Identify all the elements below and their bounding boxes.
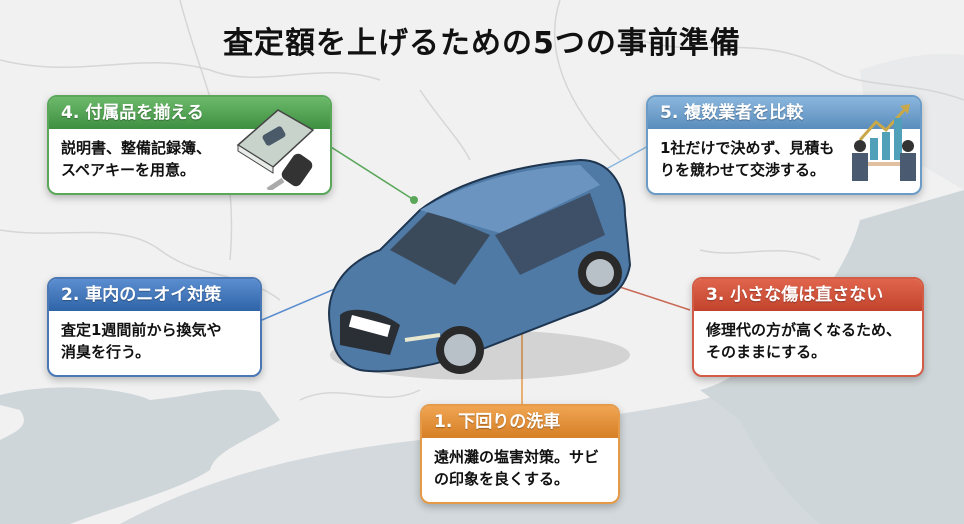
card-underbody-wash: 1. 下回りの洗車 遠州灘の塩害対策。サビ の印象を良くする。 — [420, 404, 620, 504]
page-title: 査定額を上げるための5つの事前準備 — [223, 26, 741, 61]
card-body: 修理代の方が高くなるため、 そのままにする。 — [706, 321, 902, 361]
manual-and-key-icon — [236, 109, 315, 190]
card-body: 査定1週間前から換気や 消臭を行う。 — [61, 321, 222, 361]
card-heading: 3. 小さな傷は直さない — [694, 279, 922, 311]
card-odor-control: 2. 車内のニオイ対策 査定1週間前から換気や 消臭を行う。 — [47, 277, 262, 377]
card-body: 遠州灘の塩害対策。サビ の印象を良くする。 — [434, 448, 600, 488]
car-illustration — [328, 158, 632, 380]
handshake-growth-icon — [852, 104, 916, 181]
card-small-scratches: 3. 小さな傷は直さない 修理代の方が高くなるため、 そのままにする。 — [692, 277, 924, 377]
card-body: 説明書、整備記録簿、 スペアキーを用意。 — [61, 139, 212, 179]
card-body: 1社だけで決めず、見積も りを競わせて交渉する。 — [660, 139, 835, 179]
card-heading: 2. 車内のニオイ対策 — [49, 279, 260, 311]
card-heading: 1. 下回りの洗車 — [422, 406, 618, 438]
